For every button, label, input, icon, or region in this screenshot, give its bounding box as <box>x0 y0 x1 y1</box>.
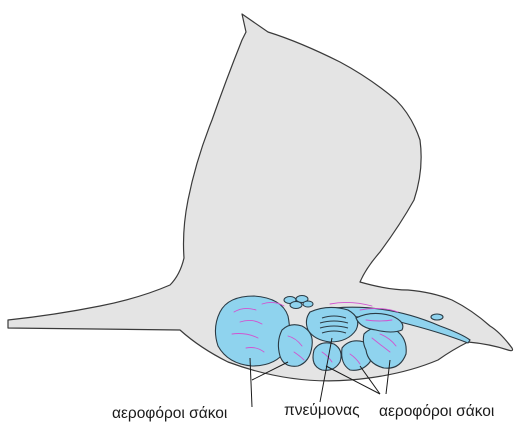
bird-eye <box>431 314 443 320</box>
lung <box>306 307 357 342</box>
label-right-air-sacs: αεροφόροι σάκοι <box>379 404 494 420</box>
left-air-sac-large <box>215 296 289 366</box>
label-lung: πνεύμονας <box>284 403 360 419</box>
label-left-air-sacs: αεροφόροι σάκοι <box>112 406 227 422</box>
left-air-sac-small <box>278 325 312 367</box>
